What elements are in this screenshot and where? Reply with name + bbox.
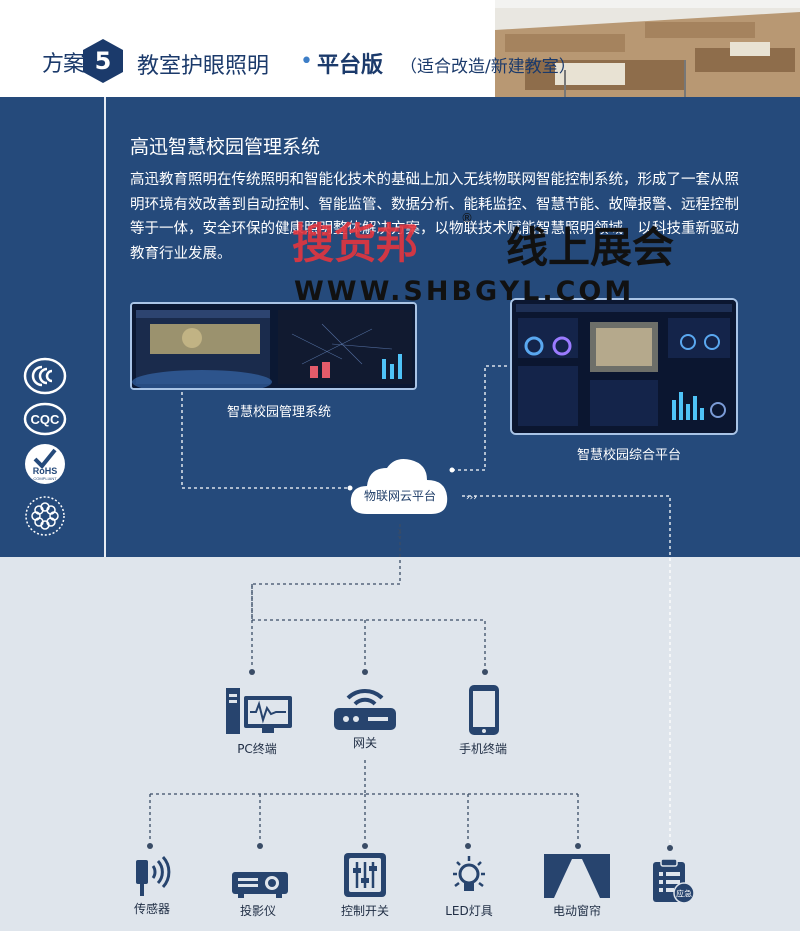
emergency-checklist-icon: 应急 [653,858,695,904]
cloud-icon [350,459,448,514]
cqc-icon: CQC [23,402,67,436]
electric-curtain-icon [544,854,610,898]
sensor-icon [136,855,171,896]
campus-platform-label: 智慧校园综合平台 [576,448,681,463]
control-switch-label: 控制开关 [340,904,389,918]
svg-text:应急: 应急 [676,889,692,899]
system-title: 高迅智慧校园管理系统 [130,136,321,158]
gateway-router-icon [334,688,396,730]
pc-terminal-icon [226,688,292,734]
environmental-label-icon [25,496,65,536]
sensor-label: 传感器 [133,902,170,916]
control-switch-icon [344,853,386,897]
plan-number: 5 [94,47,112,75]
title-separator-dot: • [300,49,313,74]
page-title-strong: 平台版 [317,53,384,78]
led-light-icon [453,856,485,891]
projector-label: 投影仪 [239,904,276,918]
mobile-terminal-label: 手机终端 [458,742,507,756]
svg-text:RoHS: RoHS [33,466,58,476]
system-description: 高迅教育照明在传统照明和智能化技术的基础上加入无线物联网智能控制系统，形成了一套… [130,172,739,262]
campus-management-label: 智慧校园管理系统 [226,405,331,420]
rohs-icon: RoHS COMPLIANT [25,444,65,484]
header: 方案 5 教室护眼照明 • 平台版 （适合改造/新建教室） [0,0,800,97]
pc-terminal-label: PC终端 [237,742,277,756]
svg-text:›››: ››› [394,528,404,539]
projector-icon [232,872,288,898]
watermark-url: WWW.SHBGYL.COM [294,276,635,307]
page-subtitle: （适合改造/新建教室） [400,57,576,77]
svg-text:›››: ››› [466,493,477,503]
ccc-icon [23,357,67,395]
classroom-photo [495,0,800,97]
cloud-platform-label: 物联网云平台 [363,489,436,503]
gateway-label: 网关 [352,736,377,750]
led-light-label: LED灯具 [445,904,493,918]
campus-management-screen [130,302,417,390]
electric-curtain-label: 电动窗帘 [552,904,601,918]
plan-prefix: 方案 [42,52,85,77]
svg-text:COMPLIANT: COMPLIANT [33,476,57,481]
hexagon-badge-icon [83,39,123,83]
watermark-registered: ® [461,211,473,225]
svg-text:CQC: CQC [31,412,61,427]
page-title: 教室护眼照明 [137,54,270,79]
mobile-phone-icon [469,685,499,735]
watermark-brand-red: 搜货邦 [292,219,419,268]
vertical-divider [104,97,106,557]
watermark-brand-black: 线上展会 [506,223,675,272]
campus-platform-screen [510,298,738,435]
